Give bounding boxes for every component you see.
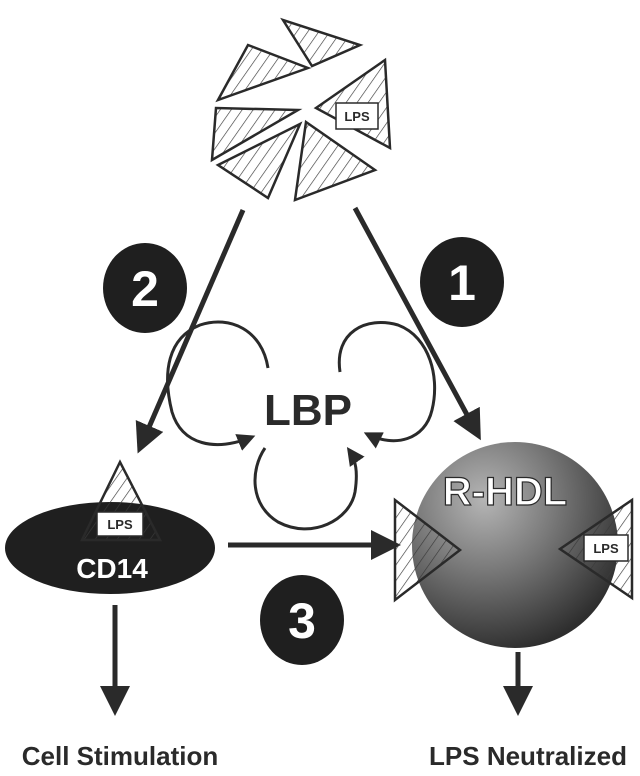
rhdl-label: R-HDL — [443, 470, 567, 514]
micelle-segment — [293, 119, 378, 202]
outcome-cell-stimulation: Cell Stimulation — [22, 741, 218, 771]
lps-micelle: LPS — [210, 17, 392, 202]
cd14-lps-label: LPS — [107, 517, 133, 532]
micelle-segment — [215, 121, 303, 200]
lbp-loop-bottom — [253, 447, 365, 531]
lbp-loop-right — [337, 321, 437, 449]
step-badge-2: 2 — [103, 243, 187, 333]
micelle-lps-label: LPS — [344, 109, 370, 124]
arrow-micelle-to-rhdl — [352, 206, 481, 441]
lbp-loops — [166, 320, 437, 531]
step-badge-1: 1 — [420, 237, 504, 327]
cd14-label: CD14 — [76, 553, 148, 584]
micelle-segment — [215, 43, 312, 103]
rhdl-particle: R-HDL LPS — [393, 442, 634, 648]
cd14-ellipse — [5, 502, 215, 594]
lbp-label: LBP — [264, 386, 352, 435]
cd14-receptor: LPS CD14 — [5, 459, 215, 594]
micelle-segment — [280, 17, 364, 68]
step-badge-3: 3 — [260, 575, 344, 665]
step-1-label: 1 — [448, 255, 476, 311]
rhdl-left-wedge — [393, 497, 463, 603]
outcome-lps-neutralized: LPS Neutralized — [429, 741, 627, 771]
cd14-lps-box — [96, 511, 144, 537]
micelle-lps-box — [335, 102, 379, 130]
micelle-segment — [210, 106, 303, 163]
lbp-loop-left — [166, 320, 270, 451]
rhdl-sphere — [412, 442, 618, 648]
step-2-label: 2 — [131, 261, 159, 317]
rhdl-lps-box — [583, 534, 629, 562]
rhdl-lps-label: LPS — [593, 541, 619, 556]
step-3-label: 3 — [288, 593, 316, 649]
